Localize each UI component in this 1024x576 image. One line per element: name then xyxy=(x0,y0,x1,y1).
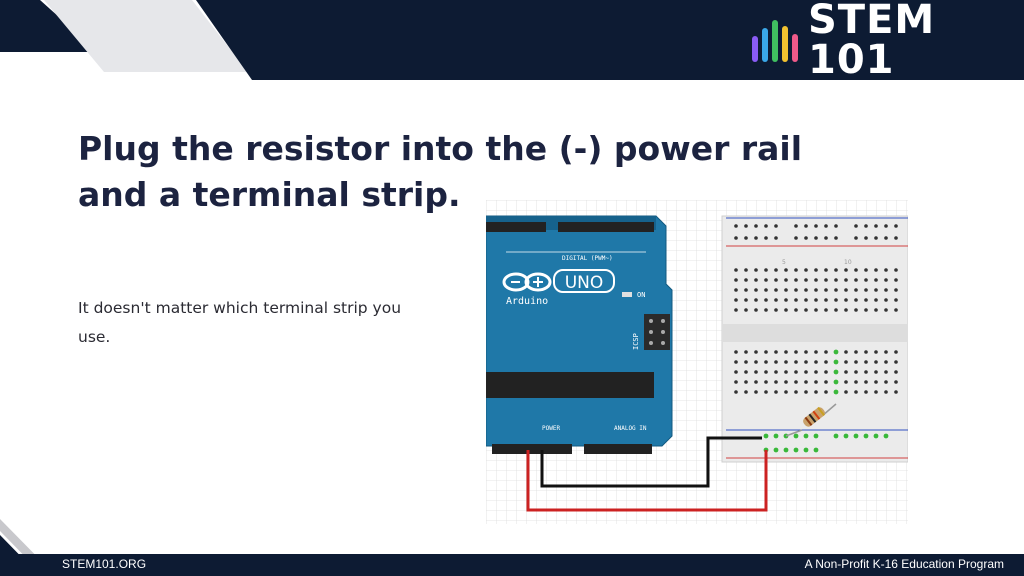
header-main-shape xyxy=(196,0,1024,80)
logo-bars-icon xyxy=(752,18,798,62)
wires xyxy=(526,436,768,512)
breadboard-holes xyxy=(734,224,898,394)
column-label-5: 5 xyxy=(782,259,786,266)
stem101-logo: STEM 101 xyxy=(752,0,1024,80)
circuit-diagram: DIGITAL (PWM~) UNO Arduino ON ICSP POWER… xyxy=(486,200,908,524)
power-label: POWER xyxy=(542,425,560,432)
breadboard: 5 10 xyxy=(721,215,908,463)
arduino-label: Arduino xyxy=(506,296,548,307)
header-gray-shape xyxy=(44,0,248,72)
column-label-10: 10 xyxy=(844,259,852,266)
power-header xyxy=(492,444,572,454)
slide-body-text: It doesn't matter which terminal strip y… xyxy=(78,299,402,346)
digital-label: DIGITAL (PWM~) xyxy=(562,255,613,262)
black-wire xyxy=(540,436,762,488)
logo-text: STEM 101 xyxy=(808,0,936,83)
icsp-label: ICSP xyxy=(632,333,640,350)
analog-label: ANALOG IN xyxy=(614,425,647,432)
on-label: ON xyxy=(637,291,645,299)
atmega-chip xyxy=(486,372,654,398)
footer-bar: STEM101.ORG A Non-Profit K-16 Education … xyxy=(0,554,1024,576)
uno-label: UNO xyxy=(565,273,604,293)
analog-header xyxy=(584,444,652,454)
center-channel xyxy=(722,324,908,342)
footer-tagline: A Non-Profit K-16 Education Program xyxy=(804,557,1004,571)
arduino-board: DIGITAL (PWM~) UNO Arduino ON ICSP POWER… xyxy=(486,215,673,454)
on-led xyxy=(622,292,632,297)
red-wire xyxy=(526,450,768,512)
icsp-header xyxy=(644,314,670,350)
header-banner xyxy=(0,0,1024,86)
header-left-shape xyxy=(0,0,98,52)
digital-header-1 xyxy=(486,222,546,232)
infinity-icon xyxy=(502,272,552,292)
footer-website: STEM101.ORG xyxy=(62,557,147,571)
digital-header-2 xyxy=(558,222,654,232)
resistor xyxy=(785,403,837,437)
slide-title: Plug the resistor into the (-) power rai… xyxy=(78,129,803,214)
